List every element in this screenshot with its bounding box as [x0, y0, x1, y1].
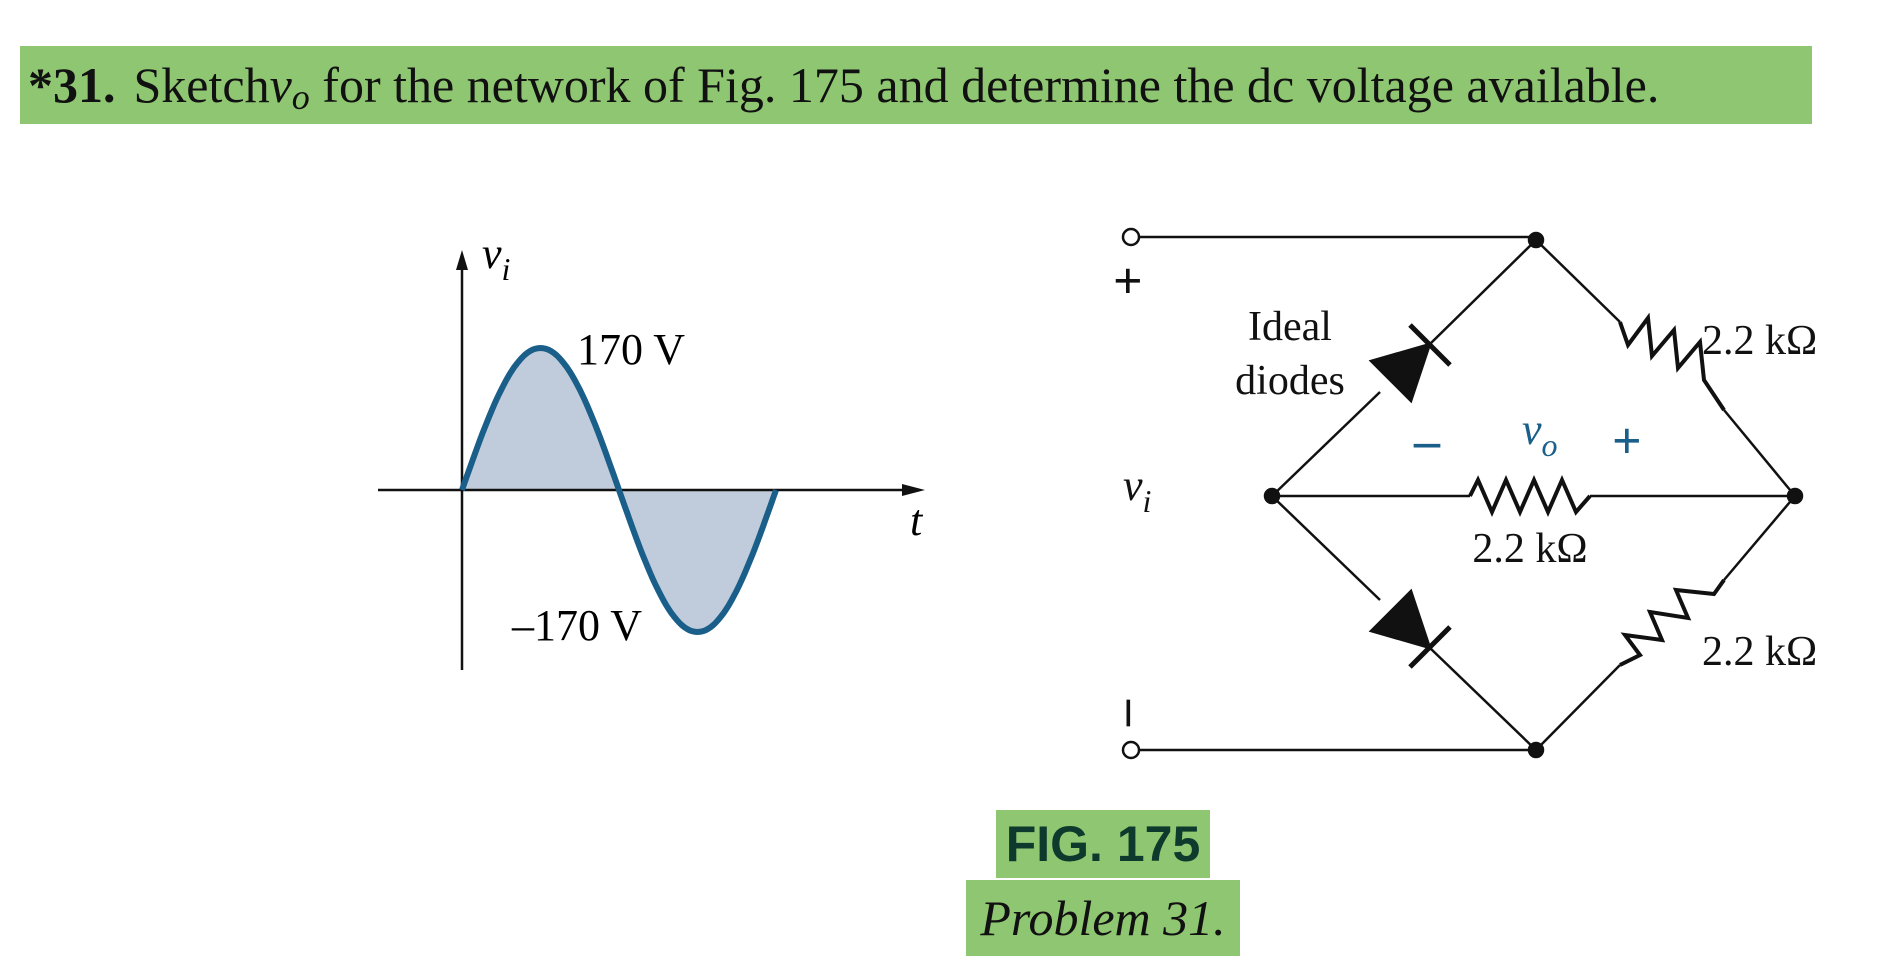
wire-top-diode-to-top-node: [1429, 239, 1537, 345]
input-voltage-label: vi: [1123, 461, 1151, 519]
figure-label: FIG. 175: [996, 810, 1210, 878]
wire-left-to-bottom-diode: [1271, 495, 1381, 601]
peak-voltage-label: 170 V: [577, 325, 685, 374]
waveform-x-arrow: [902, 484, 925, 496]
resistor-center-label: 2.2 kΩ: [1472, 526, 1587, 572]
problem-text-after: for the network of Fig. 175 and determin…: [309, 57, 1660, 113]
problem-var-main: v: [269, 57, 292, 113]
waveform-y-label: vi: [482, 229, 510, 287]
node-bottom: [1527, 741, 1545, 759]
resistor-top-right: [1618, 312, 1726, 412]
input-waveform: vi t 170 V –170 V: [378, 229, 925, 670]
output-minus-sign: –: [1413, 413, 1441, 470]
wire-resistor-to-right-node: [1723, 409, 1796, 497]
input-minus-sign: –: [1104, 699, 1161, 727]
problem-var-sub: o: [291, 77, 310, 117]
resistor-top-right-label: 2.2 kΩ: [1702, 318, 1817, 364]
waveform-x-label: t: [910, 496, 924, 545]
circuit-labels: + – vi Ideal diodes – vo + 2.2 kΩ 2.2 kΩ…: [1104, 253, 1817, 727]
figure-title: Problem 31.: [966, 880, 1240, 956]
resistor-bottom-right: [1619, 578, 1726, 667]
diode-top: [1368, 323, 1452, 404]
resistor-center: [1468, 475, 1592, 517]
input-plus-sign: +: [1113, 253, 1143, 310]
node-left: [1263, 487, 1281, 505]
output-voltage-label: vo: [1522, 405, 1558, 463]
wire-resistor-to-right-node-bottom: [1723, 495, 1796, 581]
wire-top-node-to-resistor: [1535, 239, 1621, 323]
bridge-circuit: [1121, 227, 1804, 760]
input-terminal-bottom: [1121, 740, 1141, 760]
problem-number: *31.: [28, 57, 116, 113]
diode-label-line1: Ideal: [1248, 304, 1332, 350]
problem-text-before: Sketch: [133, 57, 270, 113]
wire-bottom-diode-to-bottom-node: [1429, 647, 1537, 751]
wire-left-to-top-diode: [1271, 391, 1381, 497]
input-terminal-top: [1121, 227, 1141, 247]
trough-voltage-label: –170 V: [511, 601, 642, 650]
waveform-y-arrow: [456, 250, 468, 270]
waveform-curve: [459, 344, 779, 636]
wire-bottom-node-to-resistor: [1535, 664, 1621, 751]
resistor-bottom-right-label: 2.2 kΩ: [1702, 629, 1817, 675]
diode-bottom: [1368, 588, 1452, 669]
node-right: [1786, 487, 1804, 505]
output-plus-sign: +: [1612, 413, 1642, 470]
diode-label-line2: diodes: [1235, 358, 1345, 404]
node-top: [1527, 231, 1545, 249]
